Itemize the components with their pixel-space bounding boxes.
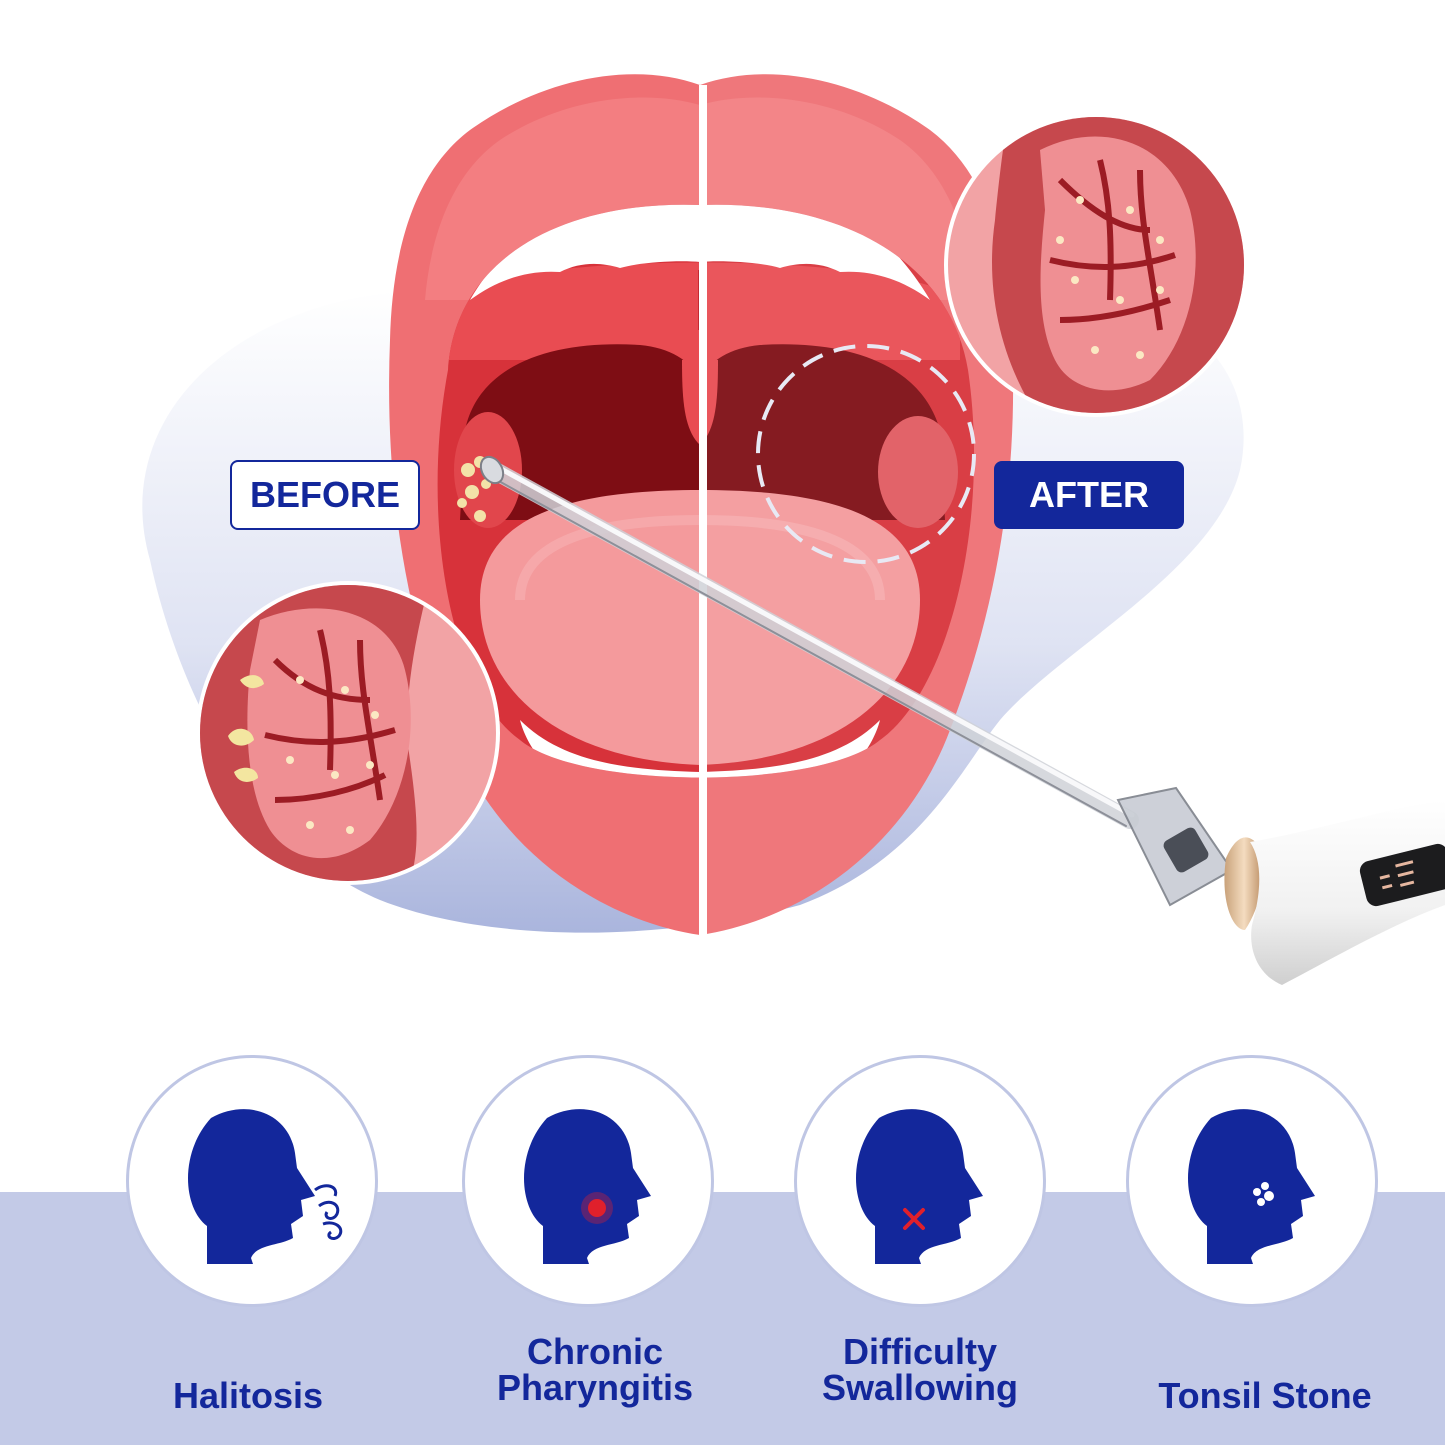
symptom-circle-halitosis bbox=[126, 1055, 378, 1307]
probe-tube bbox=[479, 455, 1139, 829]
before-after-illustration bbox=[142, 74, 1445, 985]
after-label: AFTER bbox=[994, 461, 1184, 529]
symptom-circle-swallowing bbox=[794, 1055, 1046, 1307]
symptom-label-pharyngitis: Chronic Pharyngitis bbox=[496, 1331, 694, 1408]
symptom-label-halitosis: Halitosis bbox=[172, 1375, 324, 1416]
symptom-label-tonsil-stone: Tonsil Stone bbox=[1158, 1375, 1372, 1416]
head-tonsil-stone-icon bbox=[1188, 1109, 1315, 1264]
zoom-before-tonsil bbox=[196, 581, 500, 885]
cleared-area-dashed-circle bbox=[756, 344, 976, 564]
zoom-after-tonsil bbox=[944, 113, 1248, 417]
center-divider bbox=[699, 85, 707, 940]
symptom-circle-pharyngitis bbox=[462, 1055, 714, 1307]
symptom-label-swallowing: Difficulty Swallowing bbox=[821, 1331, 1018, 1408]
before-label: BEFORE bbox=[230, 460, 420, 530]
head-swallow-x-icon bbox=[856, 1109, 983, 1264]
head-breath-icon bbox=[188, 1109, 343, 1264]
symptom-circle-tonsil-stone bbox=[1126, 1055, 1378, 1307]
head-throat-pain-icon bbox=[524, 1109, 651, 1264]
tonsil-vacuum-device bbox=[1116, 786, 1445, 985]
